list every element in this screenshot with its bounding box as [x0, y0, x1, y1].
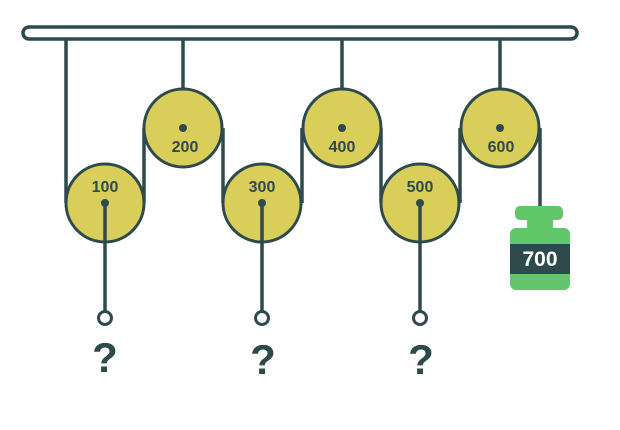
rope — [64, 40, 542, 208]
unknown-weight-label: ? — [92, 334, 118, 381]
unknown-hook-3: ? — [408, 203, 434, 383]
pulley-label: 500 — [407, 179, 434, 196]
weight-neck — [527, 218, 553, 230]
weight-label: 700 — [522, 248, 557, 271]
unknown-hook-2: ? — [250, 203, 276, 383]
pulley-label: 600 — [488, 139, 515, 156]
pulley-label: 100 — [92, 179, 119, 196]
pulley-label: 200 — [172, 139, 199, 156]
hook-ring — [412, 310, 428, 326]
pulley-6: 600 — [459, 87, 541, 169]
hook-ring — [97, 310, 113, 326]
pulley-2: 200 — [142, 87, 224, 169]
pulley-label: 300 — [249, 179, 276, 196]
pulley-axle — [179, 124, 187, 132]
unknown-hook-1: ? — [92, 203, 118, 381]
weight-band — [510, 244, 570, 274]
hook-ring — [254, 310, 270, 326]
unknown-weight-label: ? — [408, 336, 434, 383]
unknown-weight-label: ? — [250, 336, 276, 383]
pulley-axle — [338, 124, 346, 132]
pulley-4: 400 — [301, 87, 383, 169]
weight-700: 700 — [510, 206, 570, 290]
ceiling-bar — [21, 25, 579, 41]
pulley-axle — [496, 124, 504, 132]
weight-cap — [515, 206, 563, 220]
pulley-label: 400 — [329, 139, 356, 156]
